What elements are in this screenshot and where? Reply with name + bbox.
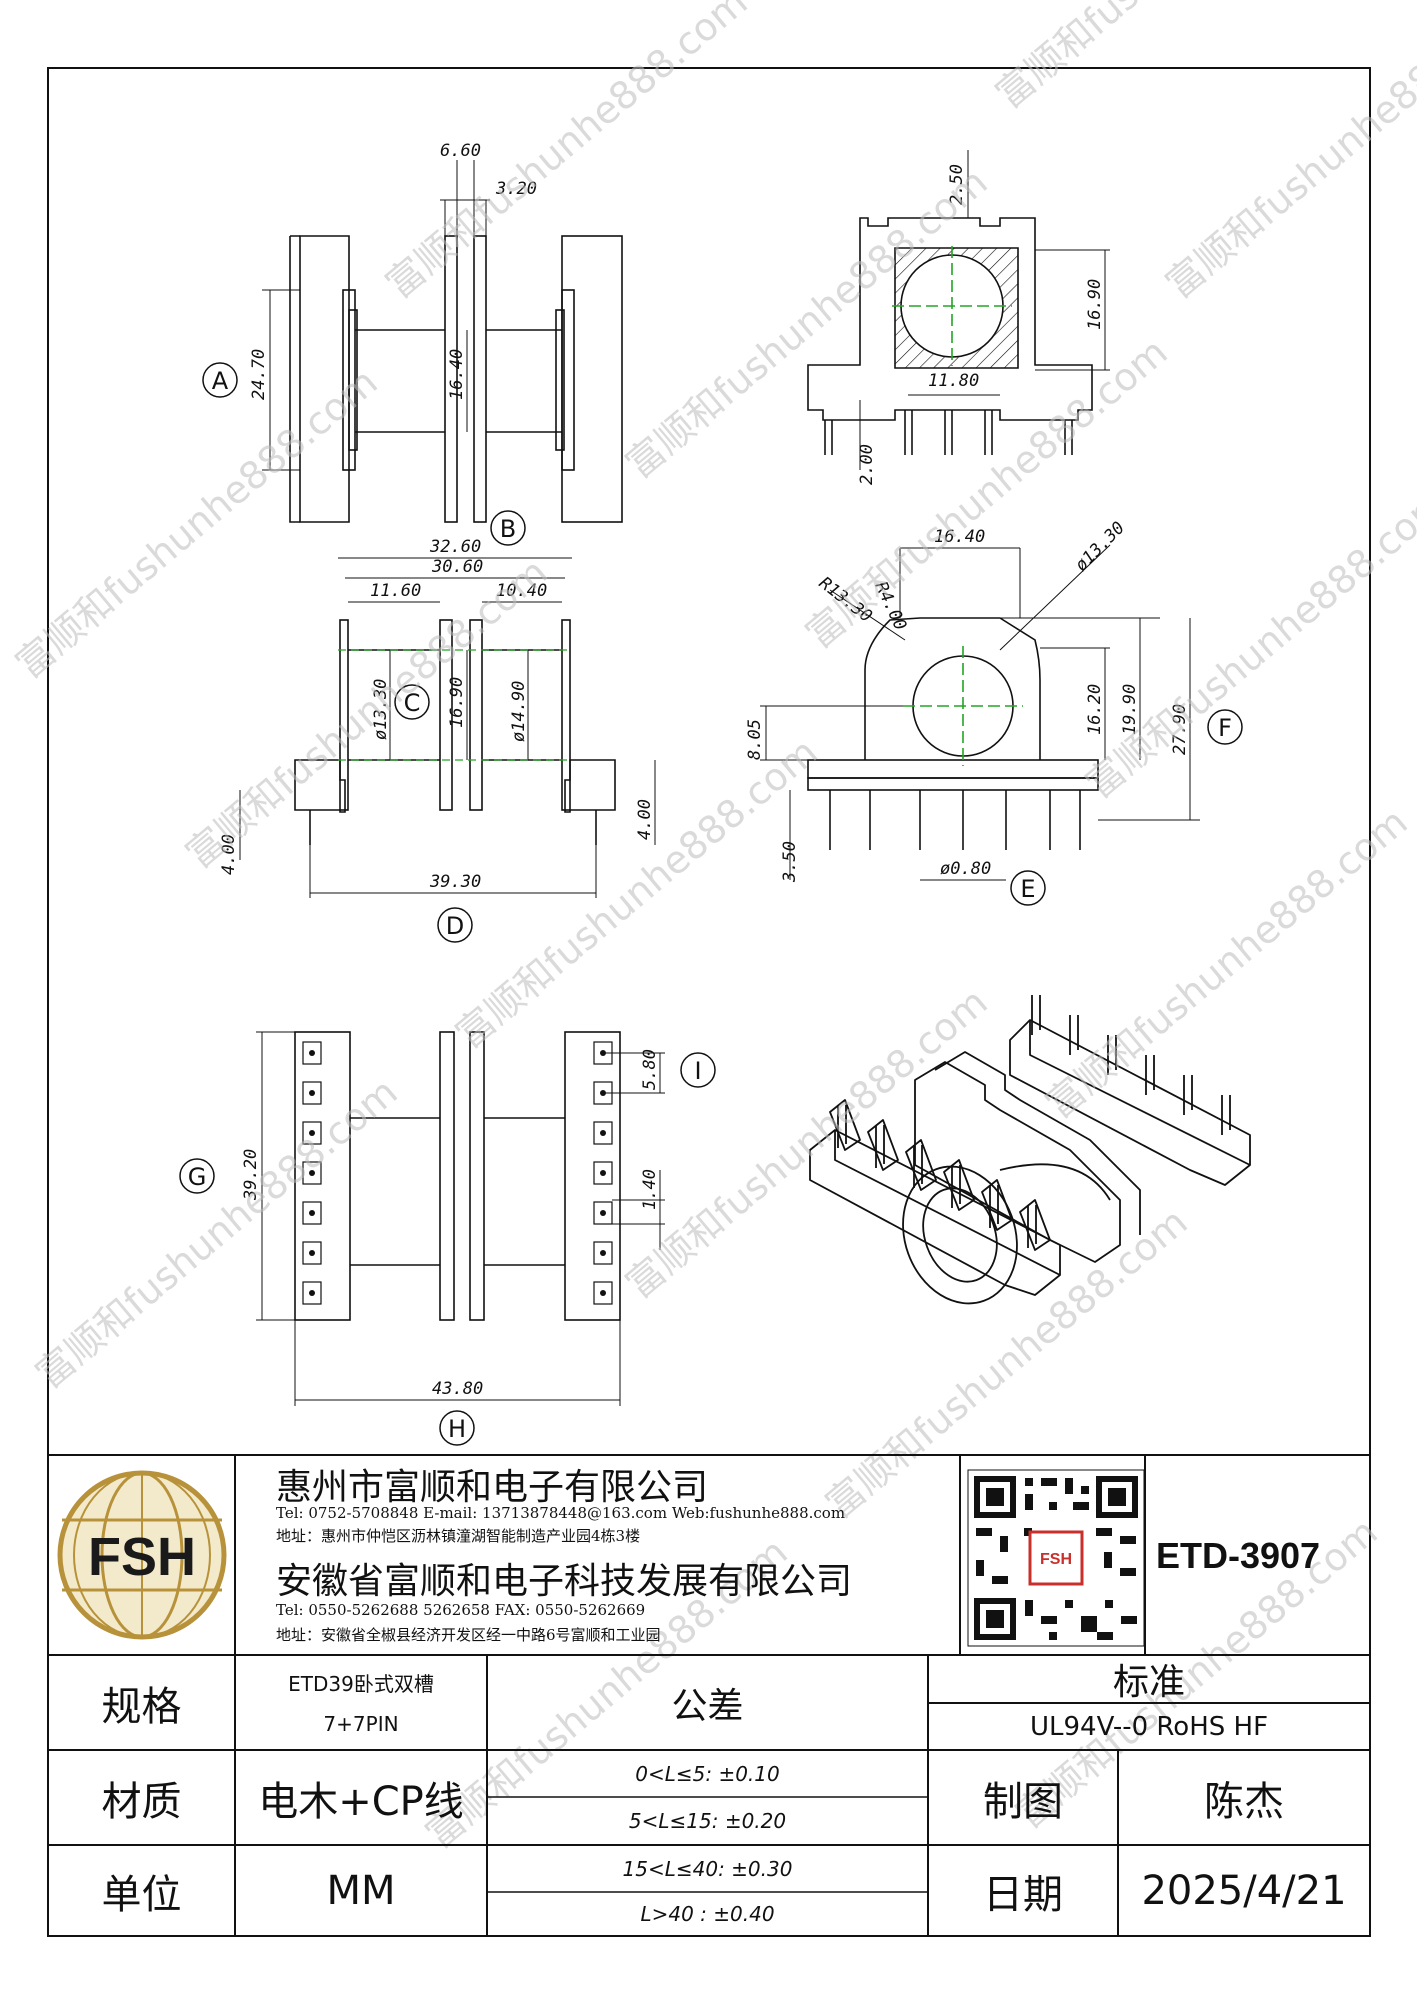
watermark: 富顺和fushunhe888.com xyxy=(1038,800,1416,1127)
model-number: ETD-3907 xyxy=(1156,1535,1321,1576)
label-d-circle xyxy=(437,907,473,943)
isometric-view xyxy=(809,995,1251,1305)
label-b-circle xyxy=(490,510,526,546)
label-e-circle xyxy=(1010,870,1046,906)
dim-inner-height: 16.40 xyxy=(447,349,467,400)
company2-name: 安徽省富顺和电子科技发展有限公司 xyxy=(276,1561,853,1602)
tolerance-row-4: L>40 : ±0.40 xyxy=(640,1902,775,1926)
watermark: 富顺和fushunhe888.com xyxy=(618,980,996,1307)
standard-label: 标准 xyxy=(1112,1662,1185,1703)
dim-base: 39.30 xyxy=(429,872,481,892)
label-f: F xyxy=(1218,714,1232,742)
dim-pin-left: 4.00 xyxy=(219,834,239,875)
material-label: 材质 xyxy=(101,1778,182,1825)
dim-height-a: 24.70 xyxy=(249,349,269,400)
tolerance-row-3: 15<L≤40: ±0.30 xyxy=(622,1856,793,1881)
dim-top-width: 6.60 xyxy=(440,141,481,161)
label-e: E xyxy=(1020,875,1035,903)
qr-code: FSH xyxy=(967,1469,1145,1647)
tolerance-row-2: 5<L≤15: ±0.20 xyxy=(628,1809,787,1833)
dim-pin-dia: ø0.80 xyxy=(940,859,991,879)
title-block-grid xyxy=(48,1454,1370,1936)
company1-name: 惠州市富顺和电子有限公司 xyxy=(276,1467,709,1508)
dim-left-win: 11.60 xyxy=(370,581,421,601)
label-c-circle xyxy=(394,684,430,720)
end-view-centerlines xyxy=(903,646,1023,766)
watermark: 富顺和fushunhe888.com xyxy=(798,330,1176,657)
label-g: G xyxy=(188,1163,207,1191)
sheet-border xyxy=(47,67,1371,1937)
bottom-view xyxy=(256,1031,665,1406)
label-h-circle xyxy=(439,1410,475,1446)
fsh-logo: FSH xyxy=(57,1470,227,1640)
logo-text: FSH xyxy=(88,1527,196,1587)
spec-label: 规格 xyxy=(101,1683,182,1730)
dim-center: 8.05 xyxy=(745,719,765,760)
dim-bottom-height: 39.20 xyxy=(241,1149,261,1201)
end-view xyxy=(760,544,1200,881)
dim-bottom-width: 43.80 xyxy=(432,1379,483,1399)
spec-value-line2: 7+7PIN xyxy=(323,1712,399,1736)
label-g-circle xyxy=(179,1158,215,1194)
dim-right-win: 10.40 xyxy=(496,581,547,601)
label-i: I xyxy=(694,1057,701,1085)
company2-address: 地址：安徽省全椒县经济开发区经一中路6号富顺和工业园 xyxy=(276,1626,661,1644)
label-a-circle xyxy=(202,362,238,398)
label-d: D xyxy=(446,912,464,940)
dim-h2: 19.90 xyxy=(1120,684,1140,735)
section-view xyxy=(239,557,656,898)
material-value: 电木+CP线 xyxy=(258,1778,464,1825)
unit-value: MM xyxy=(326,1867,396,1914)
date-value: 2025/4/21 xyxy=(1141,1867,1347,1914)
watermark: 富顺和fushunhe888.com xyxy=(378,0,756,307)
watermark: 富顺和fushunhe888.com xyxy=(1078,480,1417,807)
standard-value: UL94V--0 RoHS HF xyxy=(1029,1711,1269,1742)
dim-mid: 16.90 xyxy=(447,677,467,728)
spec-value-line1: ETD39卧式双槽 xyxy=(288,1671,434,1696)
dim-dia-right: ø14.90 xyxy=(509,681,529,742)
drawn-value: 陈杰 xyxy=(1204,1778,1284,1825)
dim-end-pin: 3.50 xyxy=(780,841,800,883)
watermark: 富顺和fushunhe888.com xyxy=(1158,0,1417,307)
side-view-centerlines xyxy=(892,246,1012,366)
section-view-dashed xyxy=(338,649,572,761)
watermark: 富顺和fushunhe888.com xyxy=(28,1070,406,1397)
dim-pitch: 5.80 xyxy=(640,1049,660,1090)
front-view xyxy=(262,160,623,523)
dim-side-pin: 2.00 xyxy=(857,444,877,485)
dim-slot: 1.40 xyxy=(640,1169,660,1210)
company1-contact: Tel: 0752-5708848 E-mail: 13713878448@16… xyxy=(276,1504,846,1522)
tolerance-row-1: 0<L≤5: ±0.10 xyxy=(635,1761,780,1786)
label-h: H xyxy=(448,1415,466,1443)
company1-address: 地址：惠州市仲恺区沥林镇潼湖智能制造产业园4栋3楼 xyxy=(276,1527,641,1545)
dim-pin-right: 4.00 xyxy=(635,799,655,840)
dim-h1: 16.20 xyxy=(1085,684,1105,735)
label-i-circle xyxy=(680,1052,716,1088)
dim-dia-c: ø13.30 xyxy=(371,679,391,740)
dim-side-top: 2.50 xyxy=(947,164,967,205)
watermark: 富顺和fushunhe888.com xyxy=(178,550,556,877)
tolerance-label: 公差 xyxy=(671,1685,744,1727)
label-f-circle xyxy=(1207,709,1243,745)
date-label: 日期 xyxy=(983,1871,1063,1918)
watermark: 富顺和fushunhe888.com xyxy=(8,360,386,687)
dim-inner: 30.60 xyxy=(431,557,483,577)
dim-side-height: 16.90 xyxy=(1085,279,1105,330)
dim-slot-width: 3.20 xyxy=(495,179,537,199)
company2-contact: Tel: 0550-5262688 5262658 FAX: 0550-5262… xyxy=(276,1601,646,1619)
label-b: B xyxy=(500,515,516,543)
label-a: A xyxy=(212,367,229,395)
label-c: C xyxy=(404,689,421,717)
dim-end-top: 16.40 xyxy=(934,527,985,547)
drawn-label: 制图 xyxy=(983,1778,1063,1825)
watermark: 富顺和fushunhe888.com xyxy=(988,0,1366,117)
dim-overall: 32.60 xyxy=(429,537,481,557)
dim-end-dia: ø13.30 xyxy=(1071,518,1129,576)
unit-label: 单位 xyxy=(101,1871,182,1918)
qr-badge: FSH xyxy=(1040,1551,1072,1568)
dim-h3: 27.90 xyxy=(1170,704,1190,755)
dim-side-window: 11.80 xyxy=(928,371,979,391)
